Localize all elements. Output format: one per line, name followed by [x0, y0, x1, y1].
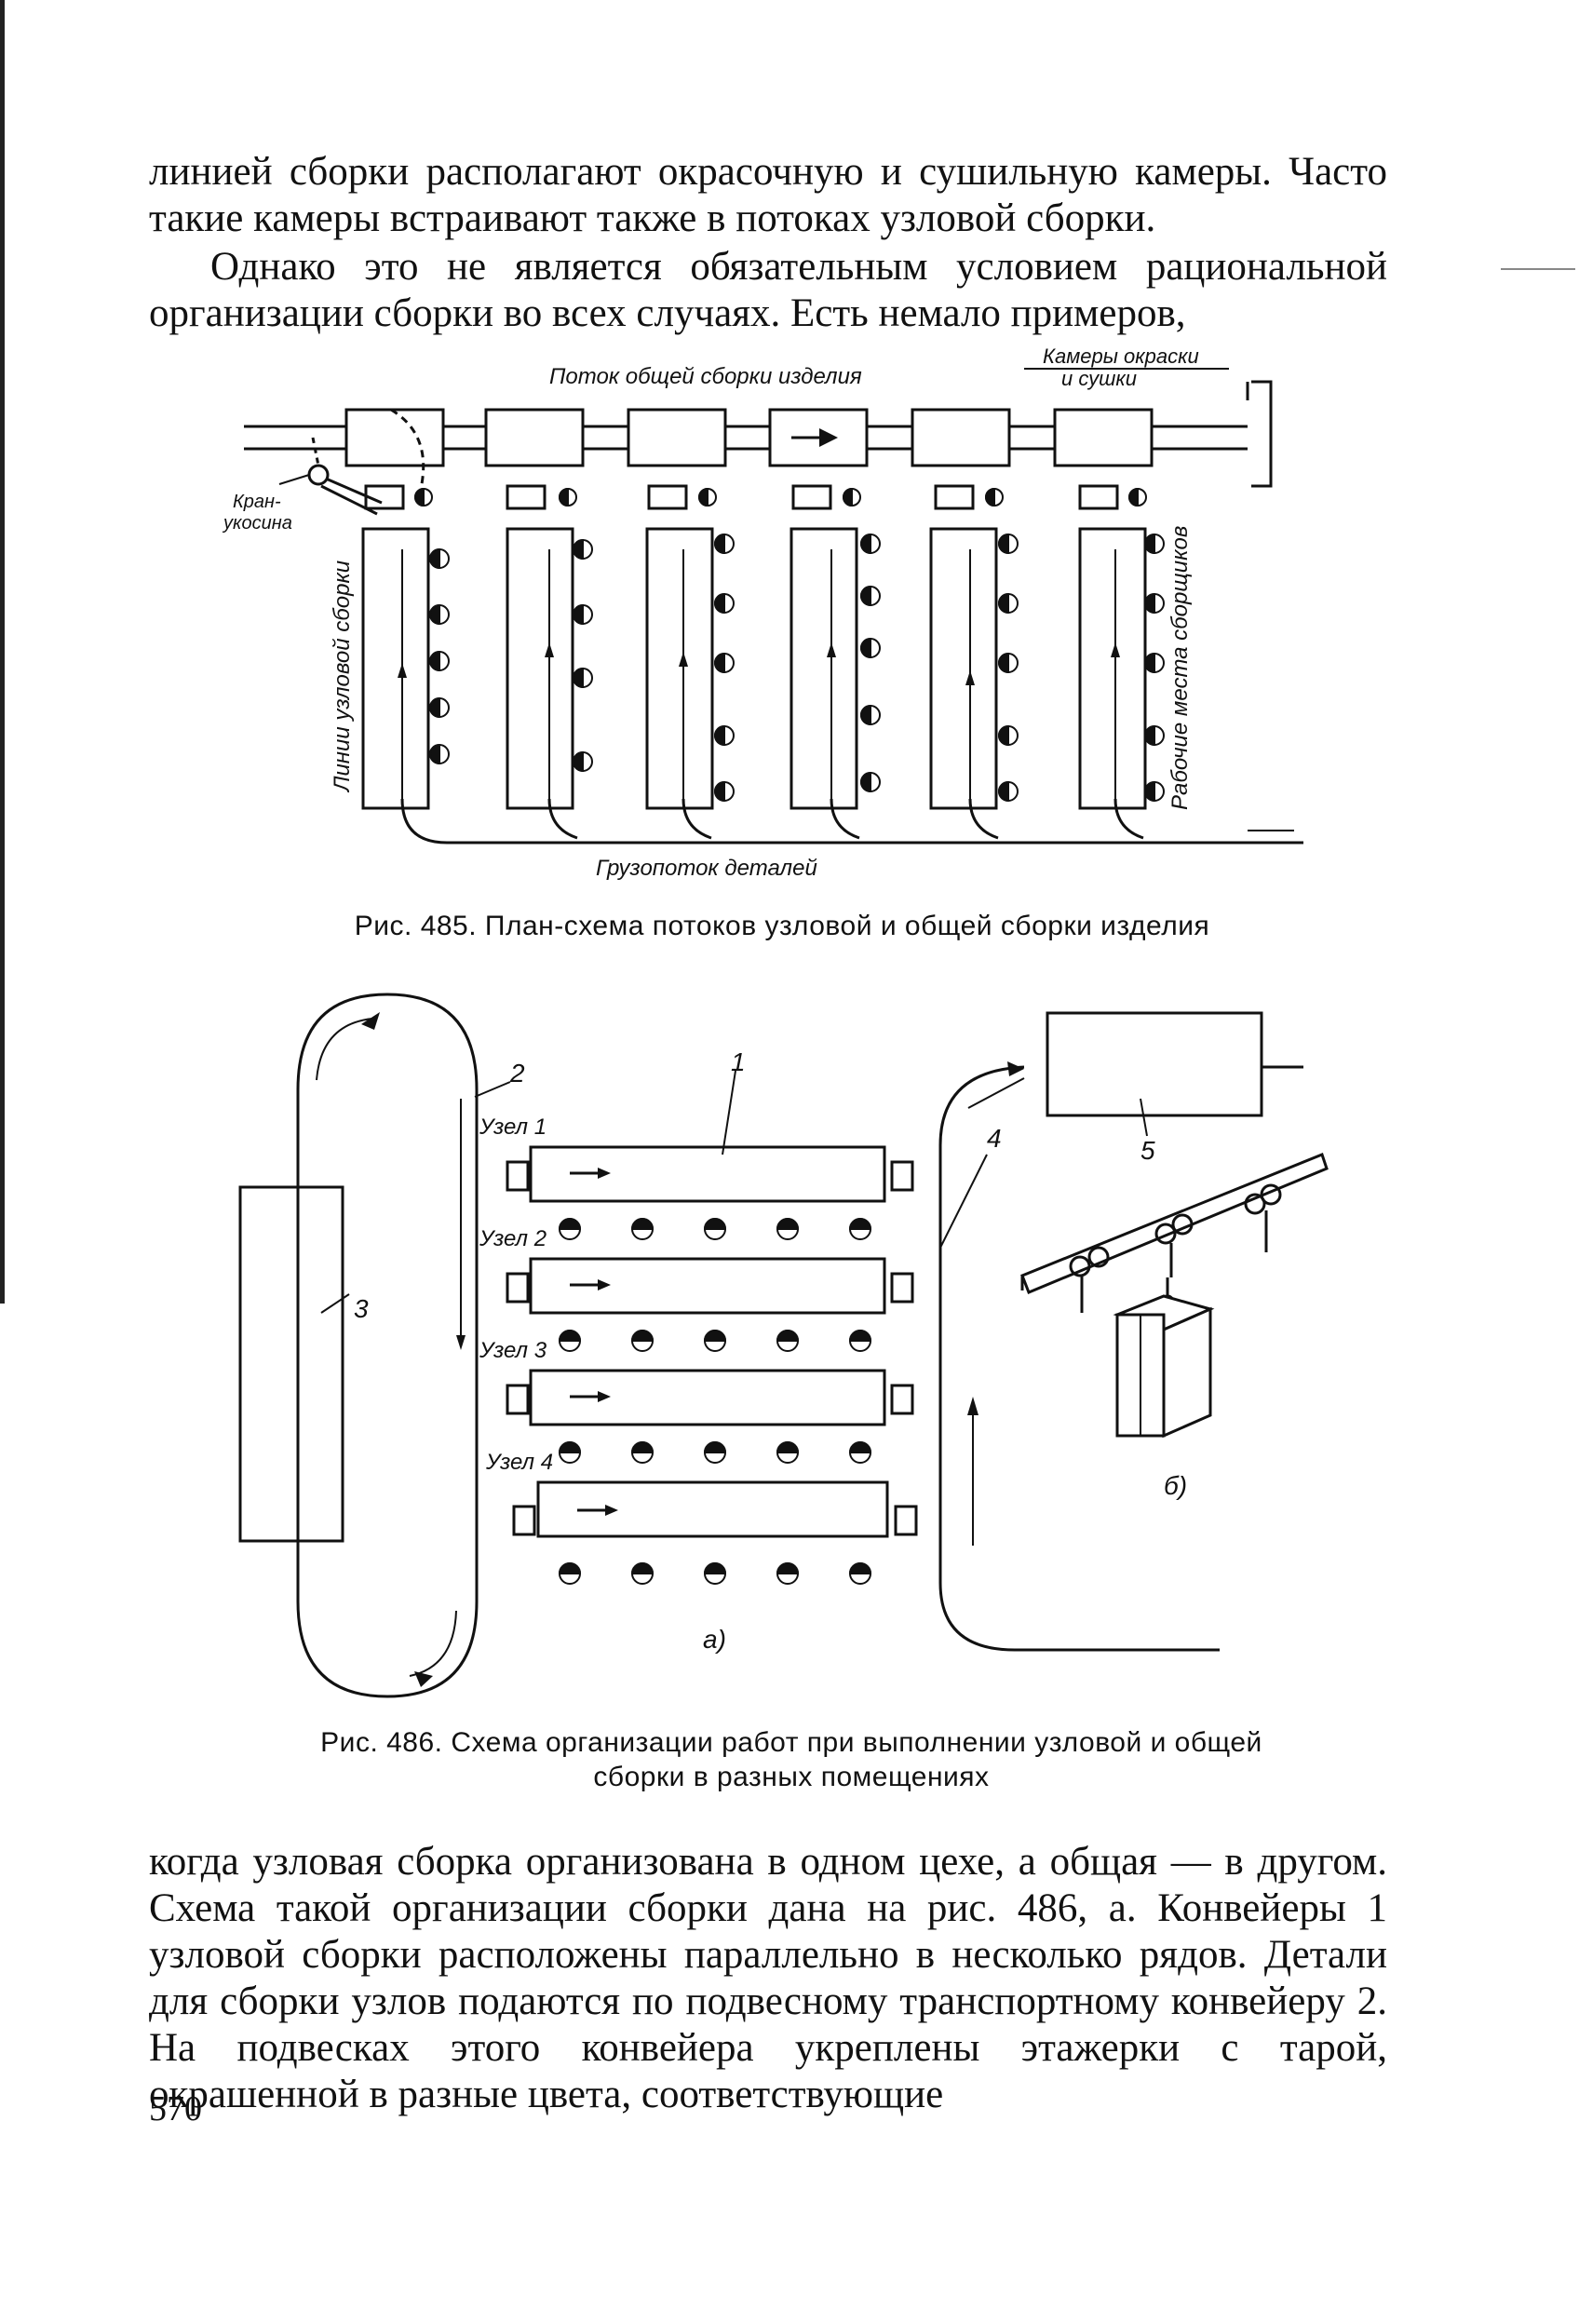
- caption-485: Рис. 485. План-схема потоков узловой и о…: [354, 911, 1210, 941]
- workplace-icon: [1144, 592, 1165, 615]
- workplace-icon: [703, 1330, 727, 1352]
- workplace-icon: [860, 637, 881, 659]
- workplace-icon: [1144, 533, 1165, 555]
- workplace-icon: [703, 1218, 727, 1240]
- label-chambers-1: Камеры окраски: [1043, 345, 1199, 368]
- num-3: 3: [354, 1294, 369, 1323]
- workplace-icon: [776, 1441, 800, 1464]
- workplace-icon: [1144, 652, 1165, 674]
- workplace-icon: [558, 1562, 582, 1585]
- node-label-3: Узел 3: [479, 1338, 547, 1363]
- workplace-icon: [714, 780, 735, 803]
- workplace-icon: [558, 1218, 582, 1240]
- workplace-icon: [1144, 780, 1165, 803]
- workplace-icon: [573, 603, 593, 626]
- caption-486-line2: сборки в разных помещениях: [593, 1762, 990, 1792]
- workplace-icon: [630, 1441, 655, 1464]
- workplace-icon: [559, 487, 577, 507]
- label-flow-general: Поток общей сборки изделия: [549, 364, 862, 389]
- sub-label-b: б): [1164, 1471, 1187, 1500]
- workplace-icon: [558, 1330, 582, 1352]
- page-number: 570: [149, 2089, 202, 2128]
- workplace-icon: [998, 780, 1019, 803]
- label-crane-1: Кран-: [233, 492, 281, 512]
- workplace-icon: [1128, 487, 1147, 507]
- workplace-icon: [848, 1218, 872, 1240]
- paragraph-3: когда узловая сборка организована в одно…: [149, 1840, 1387, 2116]
- paragraph-1: линией сборки располагают окрасочную и с…: [149, 150, 1387, 240]
- workplace-icon: [573, 750, 593, 773]
- workplace-icon: [843, 487, 861, 507]
- workplace-icon: [998, 724, 1019, 747]
- num-2: 2: [509, 1059, 525, 1088]
- figure-485: Поток общей сборки изделия Камеры окраск…: [222, 345, 1303, 881]
- sub-label-a: а): [703, 1625, 726, 1654]
- num-5: 5: [1140, 1136, 1155, 1165]
- label-chambers-2: и сушки: [1061, 367, 1137, 390]
- node-label-4: Узел 4: [485, 1450, 553, 1475]
- workplace-icon: [776, 1562, 800, 1585]
- workplace-icon: [414, 487, 433, 507]
- workplace-icon: [429, 696, 450, 719]
- label-workplaces: Рабочие места сборщиков: [1167, 526, 1193, 810]
- workplace-icon: [860, 704, 881, 726]
- workplace-icon: [573, 667, 593, 689]
- label-crane-2: укосина: [222, 513, 292, 534]
- workplace-icon: [698, 487, 717, 507]
- workplace-icon: [848, 1330, 872, 1352]
- page-edge-mark: [0, 0, 5, 1304]
- workplace-icon: [558, 1441, 582, 1464]
- workplace-icon: [630, 1330, 655, 1352]
- workplace-icon: [985, 487, 1004, 507]
- paragraph-2: Однако это не является обязательным усло…: [149, 245, 1387, 335]
- caption-486-line1: Рис. 486. Схема организации работ при вы…: [320, 1727, 1262, 1758]
- workplace-icon: [703, 1562, 727, 1585]
- margin-dash: [1501, 268, 1575, 270]
- workplace-icon: [714, 533, 735, 555]
- workplace-icon: [998, 592, 1019, 615]
- node-label-1: Узел 1: [479, 1115, 547, 1140]
- label-cargo: Грузопоток деталей: [596, 856, 817, 881]
- label-lines: Линии узловой сборки: [330, 561, 355, 793]
- workplace-icon: [429, 743, 450, 765]
- workplace-icon: [703, 1441, 727, 1464]
- workplace-icon: [998, 533, 1019, 555]
- workplace-icon: [848, 1441, 872, 1464]
- workplace-icon: [776, 1218, 800, 1240]
- num-1: 1: [731, 1047, 746, 1076]
- workplace-icon: [573, 538, 593, 561]
- workplace-icon: [714, 652, 735, 674]
- workplace-icon: [1144, 724, 1165, 747]
- workplace-icon: [429, 547, 450, 570]
- workplace-icon: [429, 603, 450, 626]
- workplace-icon: [714, 724, 735, 747]
- num-4: 4: [987, 1124, 1002, 1153]
- workplace-icon: [630, 1562, 655, 1585]
- workplace-icon: [848, 1562, 872, 1585]
- workplace-icon: [630, 1218, 655, 1240]
- workplace-icon: [998, 652, 1019, 674]
- node-label-2: Узел 2: [479, 1226, 547, 1251]
- workplace-icon: [860, 771, 881, 793]
- workplace-icon: [860, 585, 881, 607]
- workplace-icon: [714, 592, 735, 615]
- workplace-icon: [860, 533, 881, 555]
- workplace-icon: [429, 650, 450, 672]
- workplace-icon: [776, 1330, 800, 1352]
